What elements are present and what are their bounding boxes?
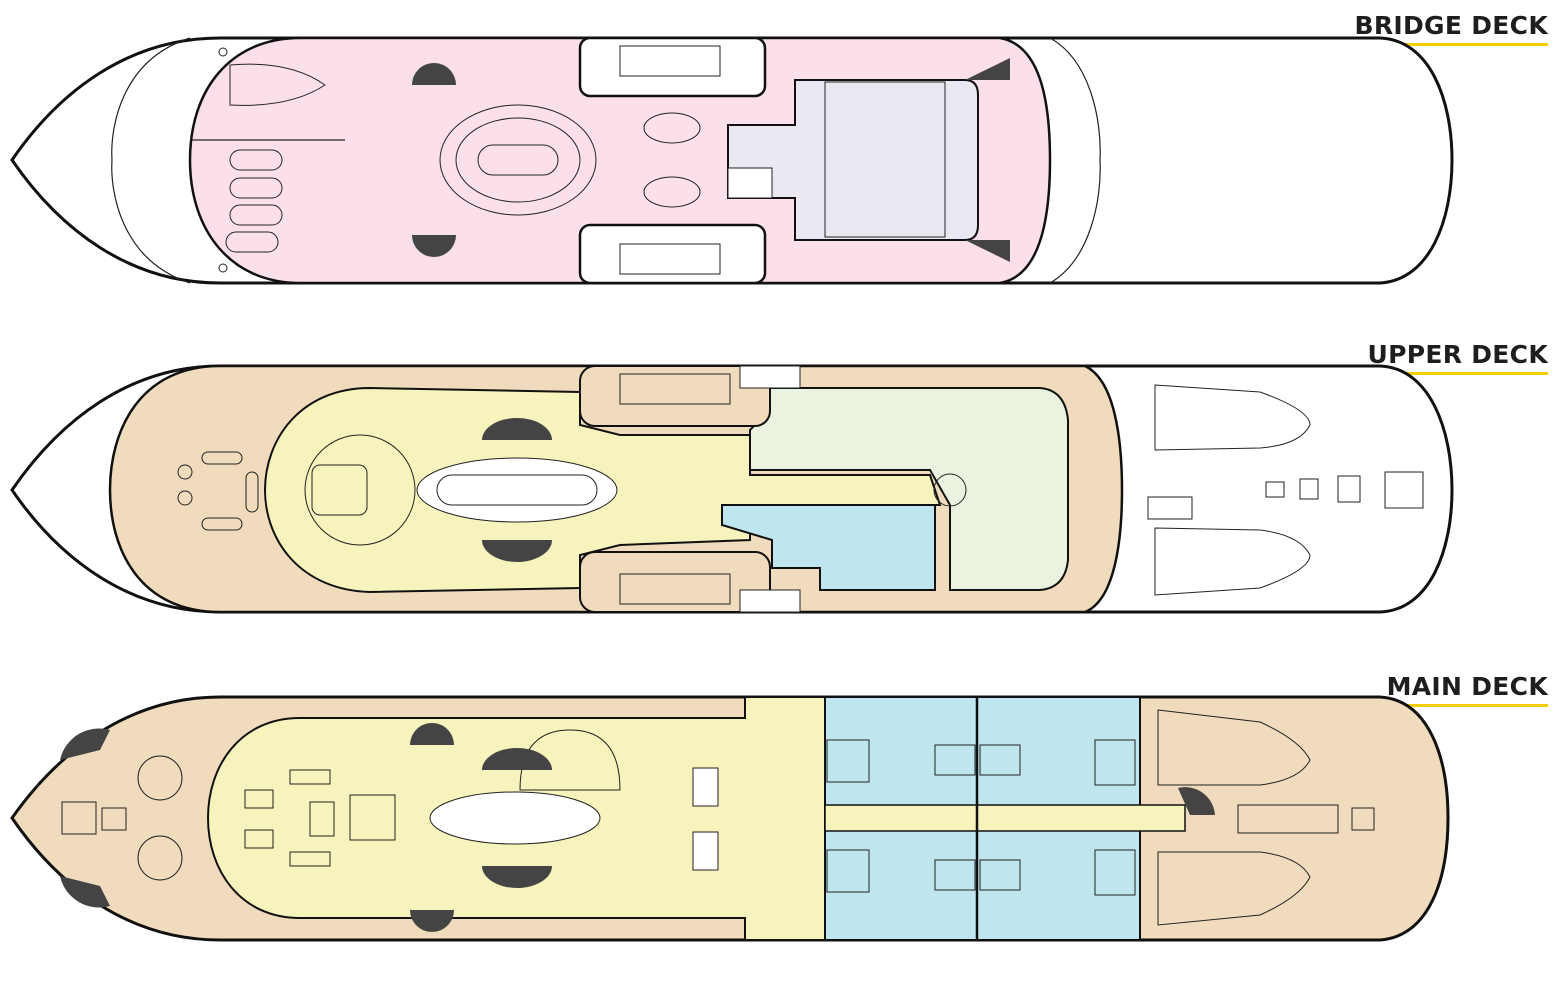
round-table	[933, 473, 967, 507]
spiral-stair	[482, 748, 552, 770]
cabin-beds	[826, 739, 1136, 896]
spiral-stair	[965, 58, 1010, 80]
bow-dining-tables	[61, 755, 183, 881]
stairs	[692, 831, 719, 871]
guest-cabin	[721, 504, 936, 591]
tender-bay-top	[579, 365, 771, 427]
spiral-stair	[482, 866, 552, 888]
bow-line	[111, 37, 191, 284]
spiral-stair	[965, 240, 1010, 262]
tender-bay-bottom	[578, 223, 767, 285]
bollard	[218, 263, 228, 273]
hatch	[1147, 496, 1193, 520]
hatch	[1384, 471, 1424, 509]
stairs	[739, 365, 801, 389]
hatch	[1265, 481, 1285, 498]
tender	[619, 573, 731, 605]
dining-table	[429, 791, 601, 845]
tender-top	[619, 45, 721, 77]
spiral-stair	[412, 235, 456, 257]
sofa	[311, 464, 368, 516]
jacuzzi-outer	[439, 104, 597, 216]
upper-deck-plan	[10, 364, 1454, 614]
spiral-stair	[410, 723, 454, 745]
table-top	[436, 474, 598, 506]
jet-skis	[225, 149, 283, 253]
owner-suite	[749, 387, 1069, 591]
spiral-stair	[482, 540, 552, 562]
bow-seating	[177, 451, 259, 531]
spiral-stair	[412, 63, 456, 85]
table	[643, 176, 701, 208]
stairs	[692, 767, 719, 807]
aft-stair	[1178, 787, 1215, 815]
stairs	[727, 167, 773, 199]
hatch	[1337, 475, 1361, 503]
main-deck-plan	[10, 695, 1450, 942]
tender-bottom	[619, 243, 721, 275]
bow-stair	[60, 728, 110, 760]
lounge-circle	[304, 434, 416, 546]
jacuzzi-ring	[455, 117, 581, 203]
spiral-stair	[410, 910, 454, 932]
rib-tenders	[1154, 384, 1311, 596]
tender	[619, 373, 731, 405]
corridor	[824, 804, 1186, 832]
spiral-stair	[482, 418, 552, 440]
dining-table	[416, 457, 618, 523]
bridge-deck-title: BRIDGE DECK	[1354, 12, 1548, 46]
main-deck-title: MAIN DECK	[1386, 673, 1548, 707]
bow-stair	[60, 876, 110, 908]
stern-line	[1049, 37, 1101, 284]
tender-bay-bottom	[579, 551, 771, 613]
tender-boat	[229, 63, 326, 106]
bollard	[218, 47, 228, 57]
hatch	[1299, 478, 1319, 500]
saloon-furniture	[244, 769, 396, 867]
table	[643, 112, 701, 144]
bridge-deck-plan	[10, 36, 1454, 285]
stairs	[739, 589, 801, 613]
upper-deck-title: UPPER DECK	[1367, 341, 1548, 375]
stern-tenders	[1157, 709, 1375, 926]
jacuzzi-pool	[477, 144, 559, 176]
helm-station	[824, 81, 946, 238]
wheelhouse	[727, 79, 979, 241]
tender-bay-top	[578, 36, 767, 98]
